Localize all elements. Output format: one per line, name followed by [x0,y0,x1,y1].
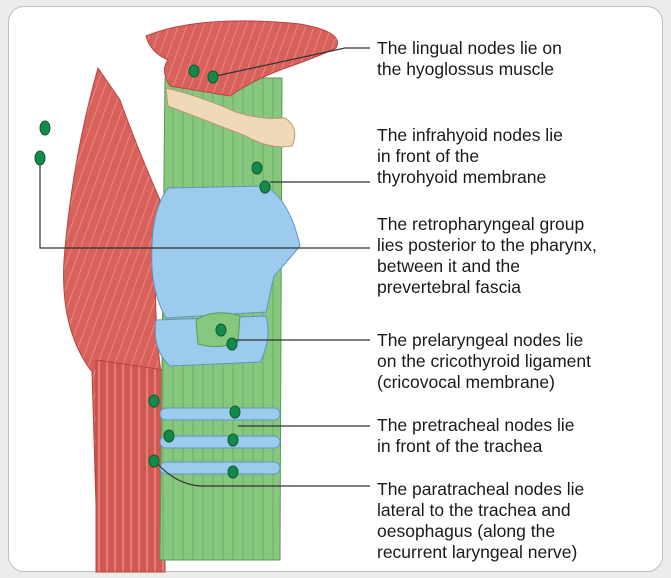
label-pretracheal-nodes: The pretracheal nodes lie in front of th… [377,415,657,457]
tracheal-ring [160,436,280,448]
label-prelaryngeal-nodes: The prelaryngeal nodes lie on the cricot… [377,330,657,393]
label-paratracheal-nodes: The paratracheal nodes lie lateral to th… [377,479,657,563]
label-infrahyoid-nodes: The infrahyoid nodes lie in front of the… [377,125,657,188]
lymph-node-infrahyoid [252,162,262,174]
lymph-node-paratracheal [149,455,159,467]
lymph-node-prelaryngeal [227,338,237,350]
lymph-node-retropharyngeal [35,151,45,165]
lymph-node-pretracheal [149,395,159,407]
tracheal-ring [160,408,280,420]
lymph-node-lingual [208,71,218,83]
lymph-node-lingual [189,65,199,77]
label-lingual-nodes: The lingual nodes lie on the hyoglossus … [377,38,657,80]
lymph-node-pretracheal [230,406,240,418]
lymph-node-retropharyngeal [40,121,50,135]
tracheal-ring [160,462,280,474]
label-retropharyngeal-group: The retropharyngeal group lies posterior… [377,214,657,298]
lymph-node-pretracheal [228,434,238,446]
lymph-node-infrahyoid [260,181,270,193]
hyoglossus-muscle [146,21,338,96]
lymph-node-prelaryngeal [216,324,226,336]
lymph-node-pretracheal [164,430,174,442]
lymph-node-paratracheal [228,466,238,478]
